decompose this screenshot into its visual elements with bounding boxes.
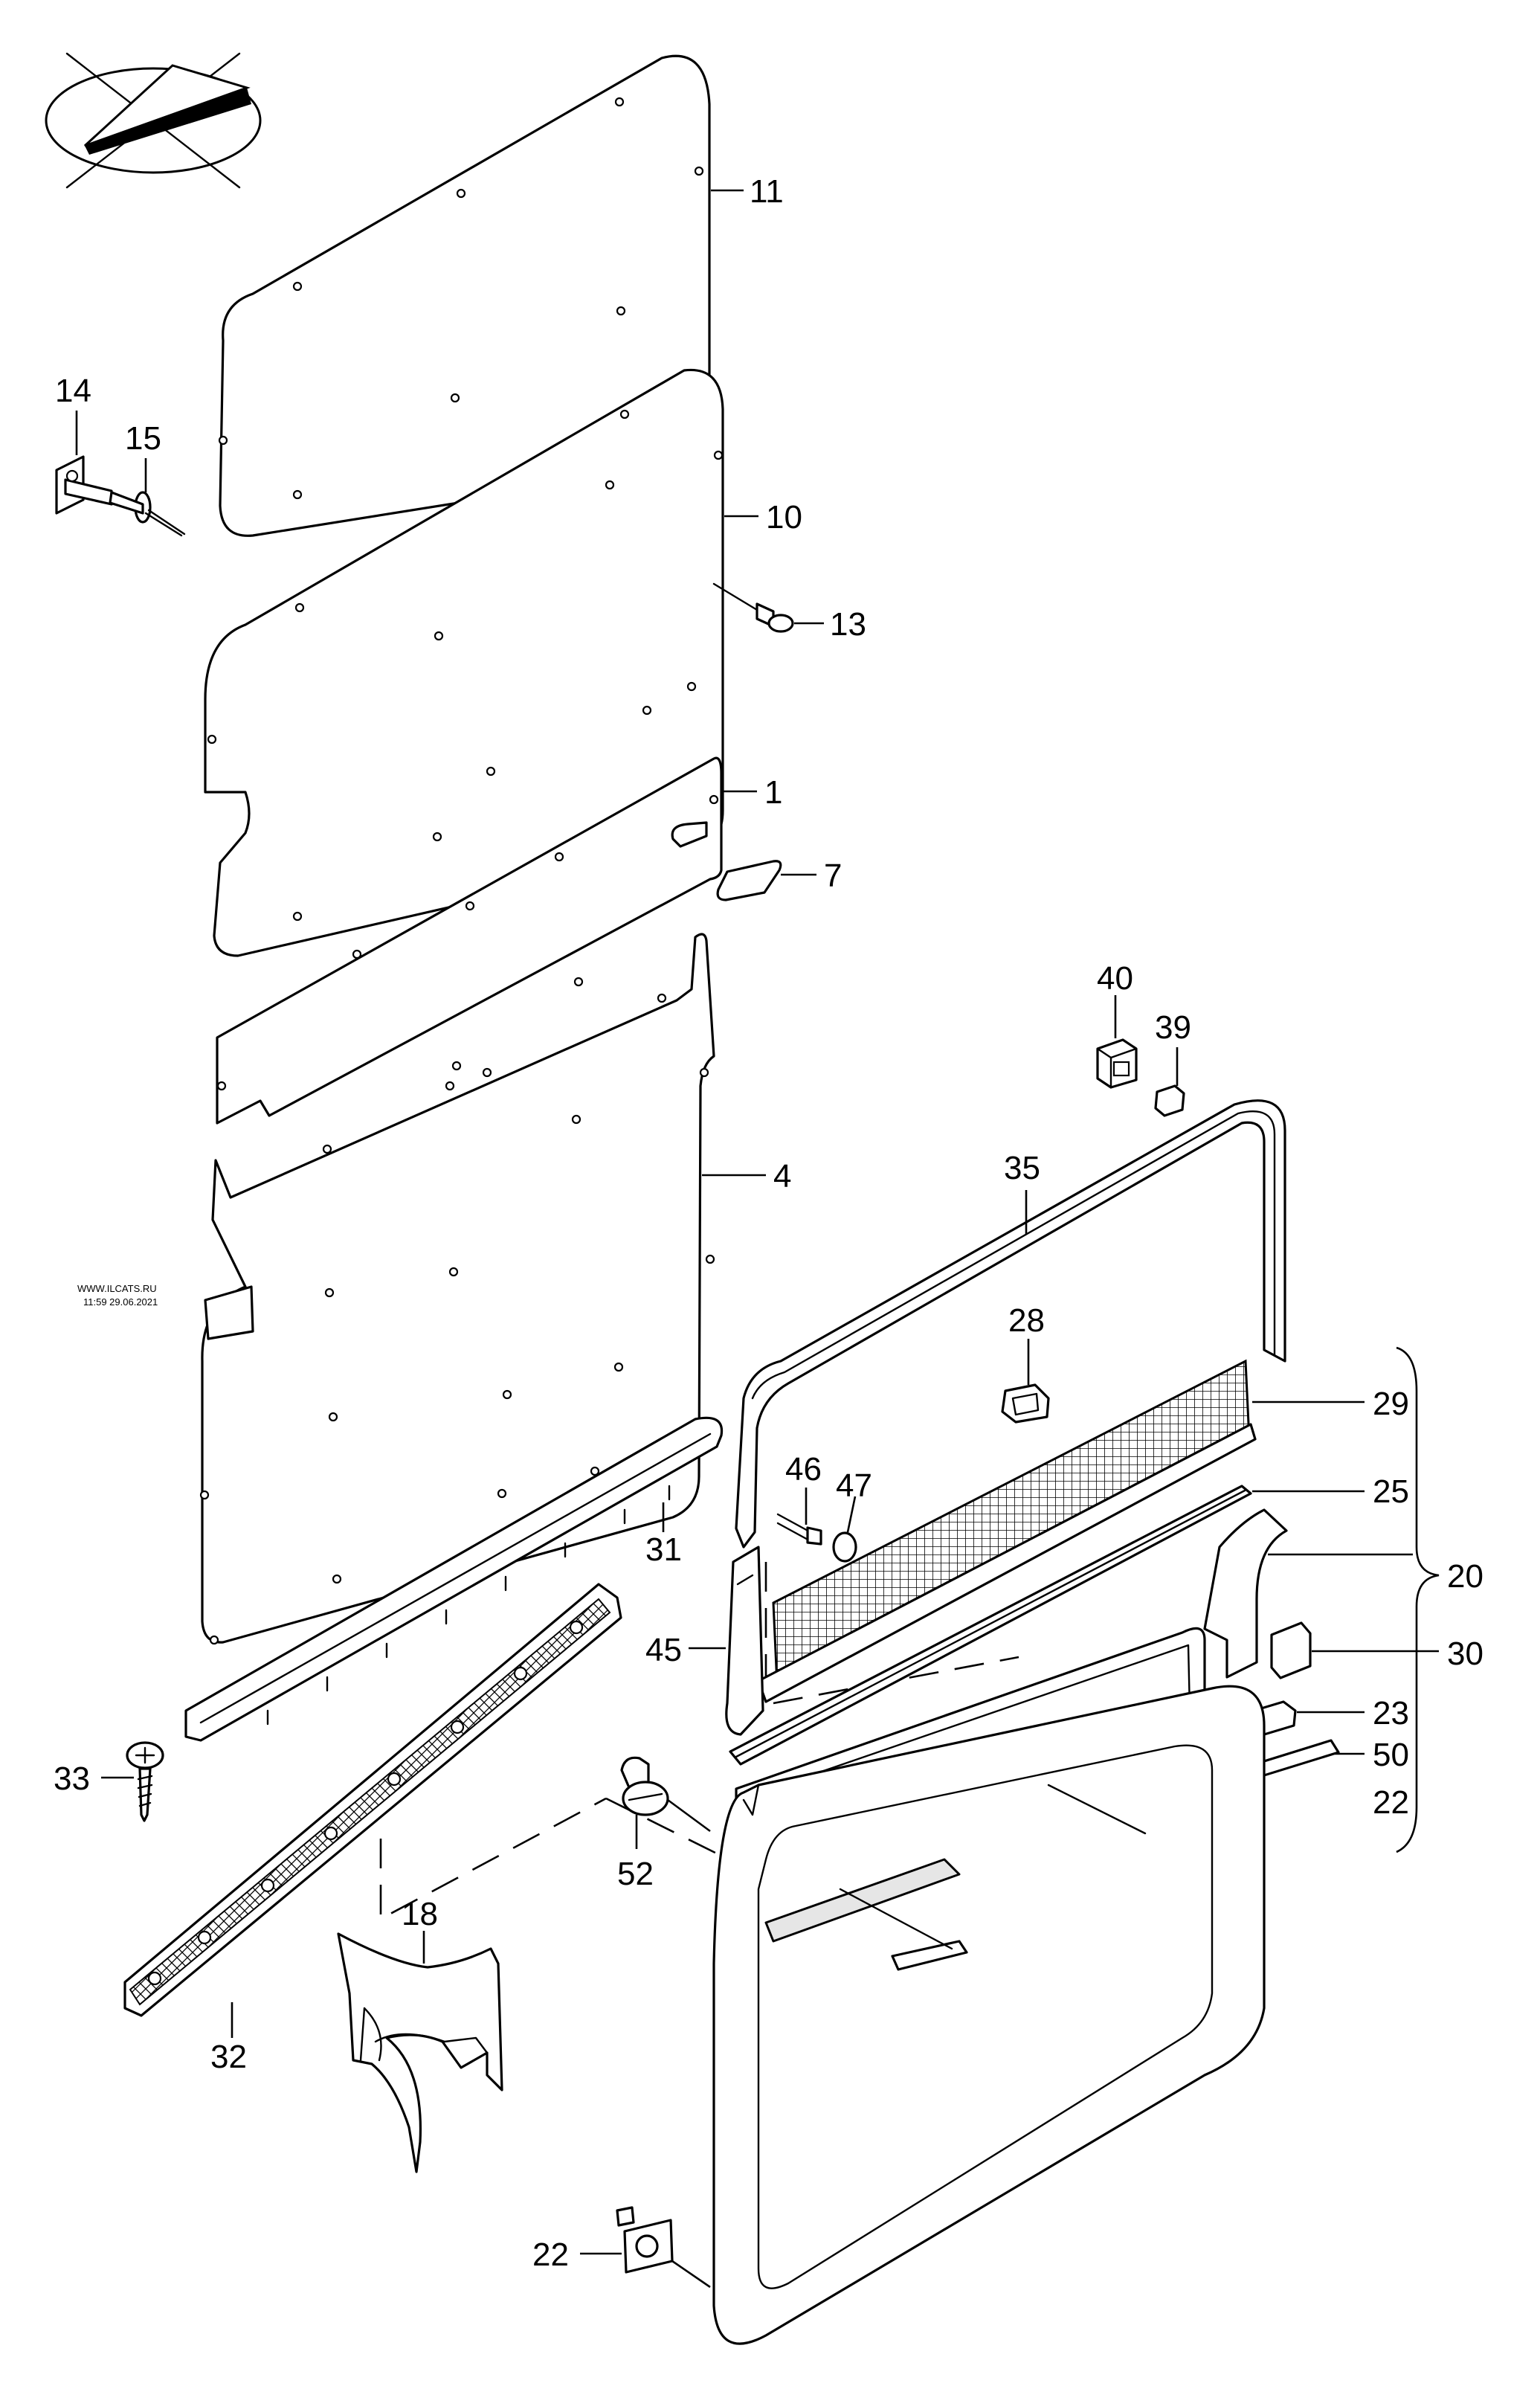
assembly-line-1 (379, 1797, 607, 1921)
callout-11: 11 (750, 173, 784, 210)
callout-32: 32 (210, 2039, 247, 2075)
callout-23: 23 (1373, 1695, 1409, 1731)
trim-strip-31 (184, 1416, 724, 1742)
callout-15: 15 (125, 420, 161, 457)
callout-leader-47 (846, 1496, 857, 1533)
callout-39: 39 (1155, 1009, 1191, 1046)
callout-13: 13 (830, 606, 866, 643)
callout-10: 10 (766, 499, 802, 536)
screw-46 (776, 1513, 822, 1546)
mesh-net-29 (757, 1359, 1257, 1703)
clip-22-bottom (616, 2206, 674, 2274)
callout-33: 33 (54, 1760, 90, 1797)
clip-39 (1154, 1084, 1185, 1117)
vehicle-orientation-icon (45, 52, 262, 189)
callout-18: 18 (402, 1896, 438, 1932)
frame-35 (735, 1099, 1286, 1549)
bracket-18 (337, 1932, 503, 2173)
strip-1 (216, 756, 723, 1125)
clip-13 (712, 582, 794, 633)
callout-31: 31 (645, 1531, 682, 1568)
group-bracket (1396, 1346, 1440, 1853)
callout-28: 28 (1008, 1302, 1045, 1339)
bracket-14 (55, 455, 113, 515)
assembly-line-2 (605, 1797, 737, 1865)
cover-30 (1270, 1621, 1312, 1679)
callout-4: 4 (773, 1158, 791, 1194)
callout-46: 46 (785, 1451, 822, 1488)
callout-40: 40 (1097, 960, 1133, 997)
callout-22-upper: 22 (1373, 1784, 1409, 1821)
callout-47: 47 (836, 1467, 872, 1504)
strip-25 (729, 1485, 1252, 1766)
callout-7: 7 (824, 858, 842, 894)
callout-1: 1 (764, 774, 782, 811)
clip-52 (620, 1756, 669, 1816)
callout-35: 35 (1004, 1150, 1040, 1186)
callout-30: 30 (1447, 1636, 1483, 1672)
callout-29: 29 (1373, 1386, 1409, 1422)
callout-50: 50 (1373, 1737, 1409, 1773)
panel-11 (218, 54, 711, 537)
screw-33 (126, 1741, 164, 1822)
callout-25: 25 (1373, 1473, 1409, 1510)
callout-45: 45 (645, 1632, 682, 1668)
cover-45 (725, 1546, 764, 1736)
cap-47 (832, 1531, 857, 1563)
handle-7 (716, 860, 782, 901)
door-panel-main (712, 1685, 1266, 2345)
callout-leader-22-door (671, 2260, 711, 2289)
clip-40 (1096, 1038, 1138, 1089)
watermark-line-2: 11:59 29.06.2021 (83, 1296, 158, 1308)
callout-22-lower: 22 (532, 2237, 569, 2273)
rivet-15 (109, 491, 186, 537)
rail-32 (123, 1583, 622, 2017)
assembly-line-4 (773, 1656, 1019, 1705)
callout-20: 20 (1447, 1558, 1483, 1595)
callout-52: 52 (617, 1856, 654, 1892)
callout-14: 14 (55, 373, 91, 409)
clip-28 (1001, 1383, 1050, 1424)
panel-10 (204, 368, 724, 957)
panel-4 (199, 933, 715, 1645)
callout-leader-52 (667, 1798, 711, 1833)
watermark-line-1: WWW.ILCATS.RU (77, 1283, 157, 1294)
